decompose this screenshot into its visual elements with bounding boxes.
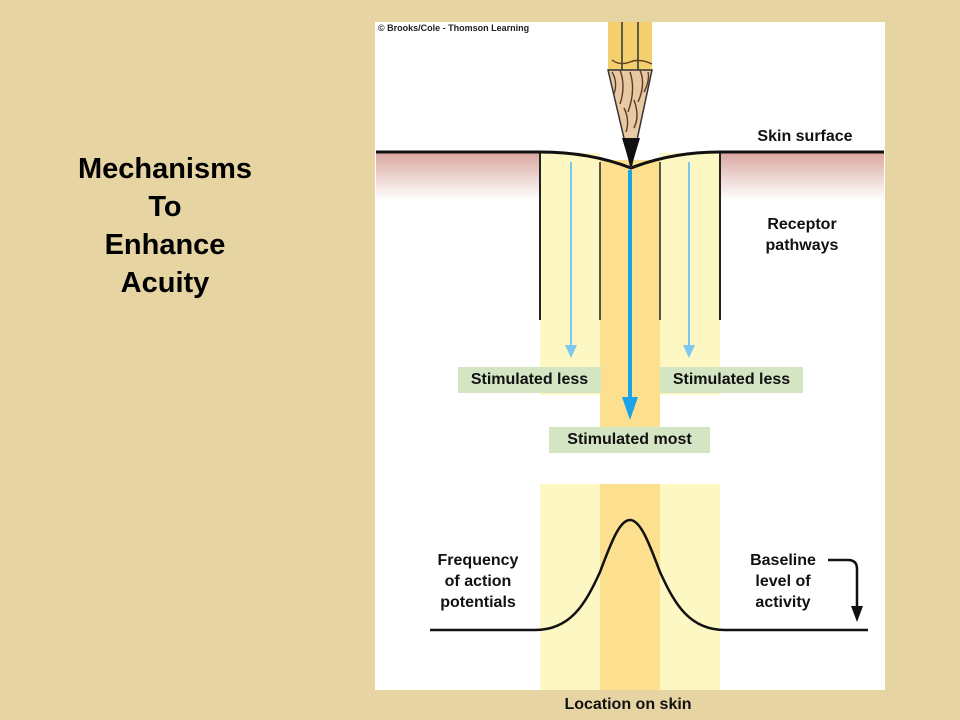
stimulated-most-label: Stimulated most	[549, 427, 710, 453]
receptor-line-1: Receptor	[767, 216, 837, 233]
location-on-skin-label: Location on skin	[564, 696, 692, 713]
activity-curve	[430, 518, 868, 632]
receptor-pathways-label: Receptor pathways	[730, 214, 874, 256]
title-line-4: Acuity	[120, 267, 210, 299]
frequency-line-2: of action	[444, 573, 512, 590]
copyright-text: © Brooks/Cole - Thomson Learning	[378, 23, 530, 33]
center-column-lower	[600, 484, 660, 690]
frequency-label: Frequency of action potentials	[416, 550, 540, 613]
skin-tissue-right	[720, 153, 884, 200]
weak-signal-arrowhead-right	[683, 345, 695, 358]
baseline-arrowhead	[851, 606, 863, 622]
pencil-icon	[607, 22, 653, 169]
frequency-line-3: potentials	[440, 594, 516, 611]
slide-title: Mechanisms To Enhance Acuity	[40, 150, 290, 302]
outer-column-lower-right	[660, 484, 720, 690]
baseline-line-1: Baseline	[750, 552, 816, 569]
title-line-1: Mechanisms	[77, 153, 253, 185]
frequency-line-1: Frequency	[437, 552, 519, 569]
strong-signal-arrowhead	[622, 397, 638, 420]
skin-tissue-left	[376, 153, 540, 200]
stimulated-less-right-label: Stimulated less	[660, 367, 803, 393]
stimulated-less-left-label: Stimulated less	[458, 367, 601, 393]
receptor-line-2: pathways	[765, 237, 839, 254]
skin-surface-label: Skin surface	[757, 128, 853, 145]
baseline-label: Baseline level of activity	[728, 550, 838, 613]
baseline-line-2: level of	[755, 573, 811, 590]
baseline-line-3: activity	[755, 594, 811, 611]
title-line-3: Enhance	[104, 229, 226, 261]
baseline-arrow	[828, 558, 859, 608]
weak-signal-arrowhead-left	[565, 345, 577, 358]
outer-column-lower-left	[540, 484, 600, 690]
title-line-2: To	[148, 191, 182, 223]
